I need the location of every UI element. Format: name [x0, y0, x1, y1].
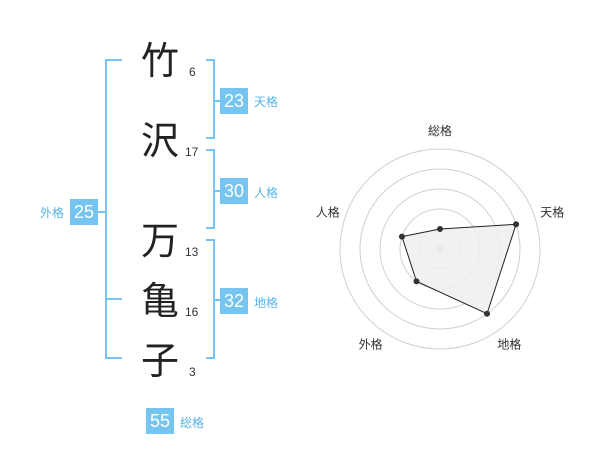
tenkaku-value-badge: 23 [220, 88, 248, 114]
radar-point-3 [484, 310, 491, 317]
stroke-count-5: 3 [189, 365, 196, 379]
stroke-count-4: 16 [185, 305, 199, 319]
chikaku-bracket [206, 239, 215, 359]
name-char-3: 万 [140, 219, 179, 263]
name-char-1: 竹 [140, 39, 179, 83]
radar-point-2 [513, 221, 520, 228]
radar-ring [339, 148, 541, 350]
radar-point-4 [413, 278, 420, 285]
radar-axis-label-1: 総格 [428, 123, 452, 138]
radar-point-1 [437, 226, 443, 232]
tenkaku-label: 天格 [254, 95, 279, 109]
tenkaku-bracket [206, 59, 215, 139]
radar-axis-label-4: 外格 [359, 336, 383, 351]
gaikaku-label: 外格 [40, 206, 65, 220]
radar-axis-label-5: 人格 [316, 205, 340, 220]
radar-axis-label-3: 地格 [497, 336, 521, 351]
name-char-2: 沢 [140, 119, 179, 163]
stroke-count-2: 17 [185, 145, 199, 159]
jinkaku-bracket [206, 149, 215, 229]
chikaku-value-badge: 32 [220, 288, 248, 314]
stroke-count-1: 6 [189, 65, 196, 79]
jinkaku-value-badge: 30 [220, 178, 248, 204]
chikaku-label: 地格 [254, 296, 279, 310]
soukaku-value-badge: 55 [146, 408, 174, 434]
radar-axis-label-2: 天格 [540, 205, 564, 220]
radar-point-5 [398, 233, 405, 240]
jinkaku-label: 人格 [254, 186, 279, 200]
gaikaku-value-badge: 25 [70, 199, 98, 225]
name-char-4: 亀 [140, 279, 179, 323]
name-char-5: 子 [140, 339, 179, 383]
radar-ring [359, 168, 521, 330]
stroke-count-3: 13 [185, 245, 199, 259]
gaikaku-bracket [105, 59, 122, 359]
soukaku-label: 総格 [180, 416, 205, 430]
radar-polygon [401, 223, 517, 315]
